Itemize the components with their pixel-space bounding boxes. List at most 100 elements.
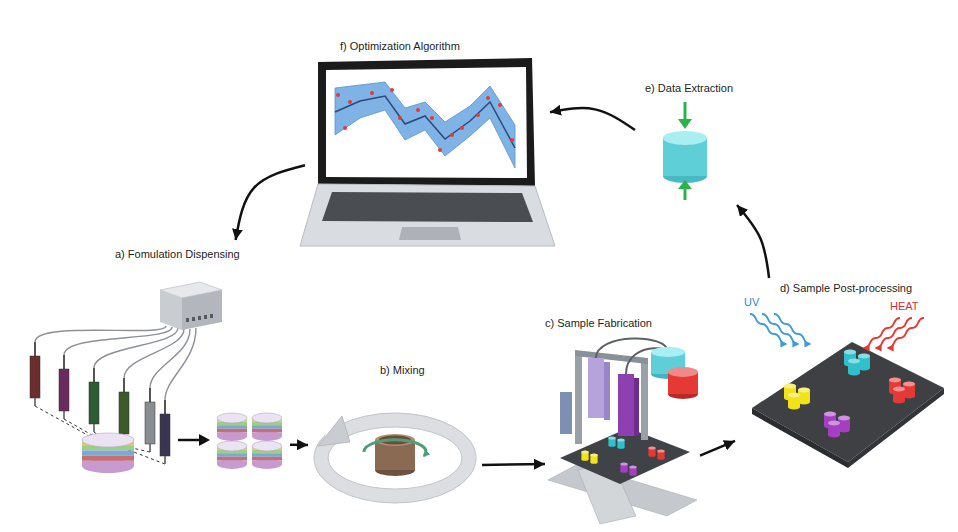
printer-illustration-part [641, 360, 648, 440]
dispenser-illustration-part-part [149, 388, 151, 402]
flow-arrow [236, 165, 305, 240]
dispenser-illustration-part [160, 290, 182, 330]
dispenser-illustration-part-part [192, 317, 195, 321]
dispenser-illustration-part-part [204, 315, 207, 319]
curing-illustration-part [828, 421, 840, 438]
printer-illustration-part [608, 437, 615, 447]
curing-illustration-part-part [774, 314, 810, 344]
dispenser-illustration-part [186, 314, 213, 322]
laptop-illustration-part [336, 88, 514, 152]
dispenser-illustration-part-part [119, 392, 129, 434]
process-label: HEAT [890, 300, 919, 313]
dispenser-illustration-part-part [165, 328, 196, 400]
dispenser-illustration-part-part [63, 411, 65, 419]
dispenser-illustration-part [178, 439, 200, 442]
dispenser-illustration-part [199, 434, 210, 446]
dispenser-illustration-part-part [89, 382, 99, 424]
label-anchor: UV [744, 296, 759, 309]
dispenser-illustration-part-part [124, 329, 184, 378]
dispenser-illustration-part-part [59, 369, 69, 411]
dispenser-illustration-part-part [82, 461, 134, 466]
laptop-illustration [300, 58, 555, 246]
compression-sample [663, 102, 707, 200]
laptop-illustration-part-part [510, 138, 514, 142]
stage-heading: f) Optimization Algorithm [340, 40, 460, 53]
printer-illustration-part [629, 466, 636, 476]
curing-illustration-part [752, 342, 944, 462]
mixer-illustration-part [314, 413, 476, 503]
mixer-illustration [314, 413, 476, 503]
dispenser-illustration-part-part [164, 400, 166, 414]
laptop-illustration-part [326, 67, 527, 178]
laptop-illustration-part-part [348, 100, 352, 104]
laptop-illustration-part [322, 192, 533, 222]
curing-illustration-part [752, 408, 848, 468]
printer-illustration-part [604, 362, 610, 420]
mixer-illustration-part [364, 440, 426, 456]
stage-node: c) Sample Fabrication [545, 315, 700, 525]
laptop-illustration-part-part [430, 116, 434, 120]
flow-arrow [482, 463, 545, 466]
stage-heading: c) Sample Fabrication [545, 317, 652, 330]
laptop-illustration-part [318, 58, 535, 186]
dispenser-illustration-part-part [34, 398, 36, 406]
printer-illustration-part [588, 358, 604, 418]
dispenser-illustration-part-part [123, 378, 125, 392]
curing-illustration-part [893, 387, 905, 404]
laptop-illustration-part-part [370, 91, 374, 95]
process-label: UV [744, 296, 759, 309]
dispenser-illustration [30, 282, 282, 473]
compression-sample-part [663, 131, 707, 145]
printer-illustration-part [618, 374, 634, 436]
flow-arrow [290, 443, 308, 446]
compression-sample-part [678, 180, 692, 189]
stage-node: a) Fomulation Dispensing [18, 240, 290, 478]
mixer-illustration-part [318, 416, 350, 446]
printer-illustration-part [657, 450, 664, 460]
dispenser-illustration-part-part [160, 414, 170, 456]
printer-illustration-part [560, 392, 572, 434]
dispenser-illustration-part [217, 413, 247, 441]
dispenser-illustration-part-part [210, 314, 213, 318]
dispenser-illustration-part-part [145, 402, 155, 444]
dispenser-illustration-part [82, 433, 134, 473]
curing-illustration-part [848, 359, 860, 376]
dispenser-illustration-part-part [198, 316, 201, 320]
laptop-illustration-part-part [336, 93, 340, 97]
laptop-illustration-part-part [438, 148, 442, 152]
stage-heading: e) Data Extraction [645, 82, 733, 95]
dispenser-illustration-part-part [34, 342, 36, 356]
stage-node: f) Optimization Algorithm [305, 38, 550, 250]
dispenser-illustration-part-part [82, 433, 134, 447]
dispenser-illustration-part [217, 441, 247, 469]
laptop-illustration-part-part [450, 133, 454, 137]
laptop-illustration-part [399, 227, 461, 240]
flow-arrow [700, 441, 735, 456]
curing-illustration-part [864, 318, 924, 348]
stage-node: e) Data Extraction [635, 80, 755, 205]
curing-illustration-part [788, 393, 800, 410]
printer-illustration-part [617, 439, 624, 449]
printer-illustration-part [575, 352, 582, 444]
dispenser-illustration-part-part [186, 318, 189, 322]
dispenser-illustration-part [252, 413, 282, 441]
flow-arrow [550, 108, 635, 130]
dispenser-illustration-part-part [164, 456, 166, 464]
dispenser-illustration-part-part [93, 368, 95, 382]
dispenser-illustration-part-part [93, 424, 95, 432]
laptop-illustration-part-part [390, 88, 394, 92]
printer-illustration-part [651, 347, 685, 357]
laptop-illustration-part-part [343, 126, 347, 130]
printer-illustration-part [581, 451, 588, 461]
dispenser-illustration-part-part [30, 356, 40, 398]
stage-heading: d) Sample Post-processing [780, 282, 912, 295]
laptop-illustration-part-part [486, 96, 490, 100]
laptop-illustration-part [300, 184, 555, 246]
curing-illustration-part [750, 314, 810, 344]
laptop-illustration-part-part [476, 113, 480, 117]
laptop-illustration-part-part [416, 108, 420, 112]
